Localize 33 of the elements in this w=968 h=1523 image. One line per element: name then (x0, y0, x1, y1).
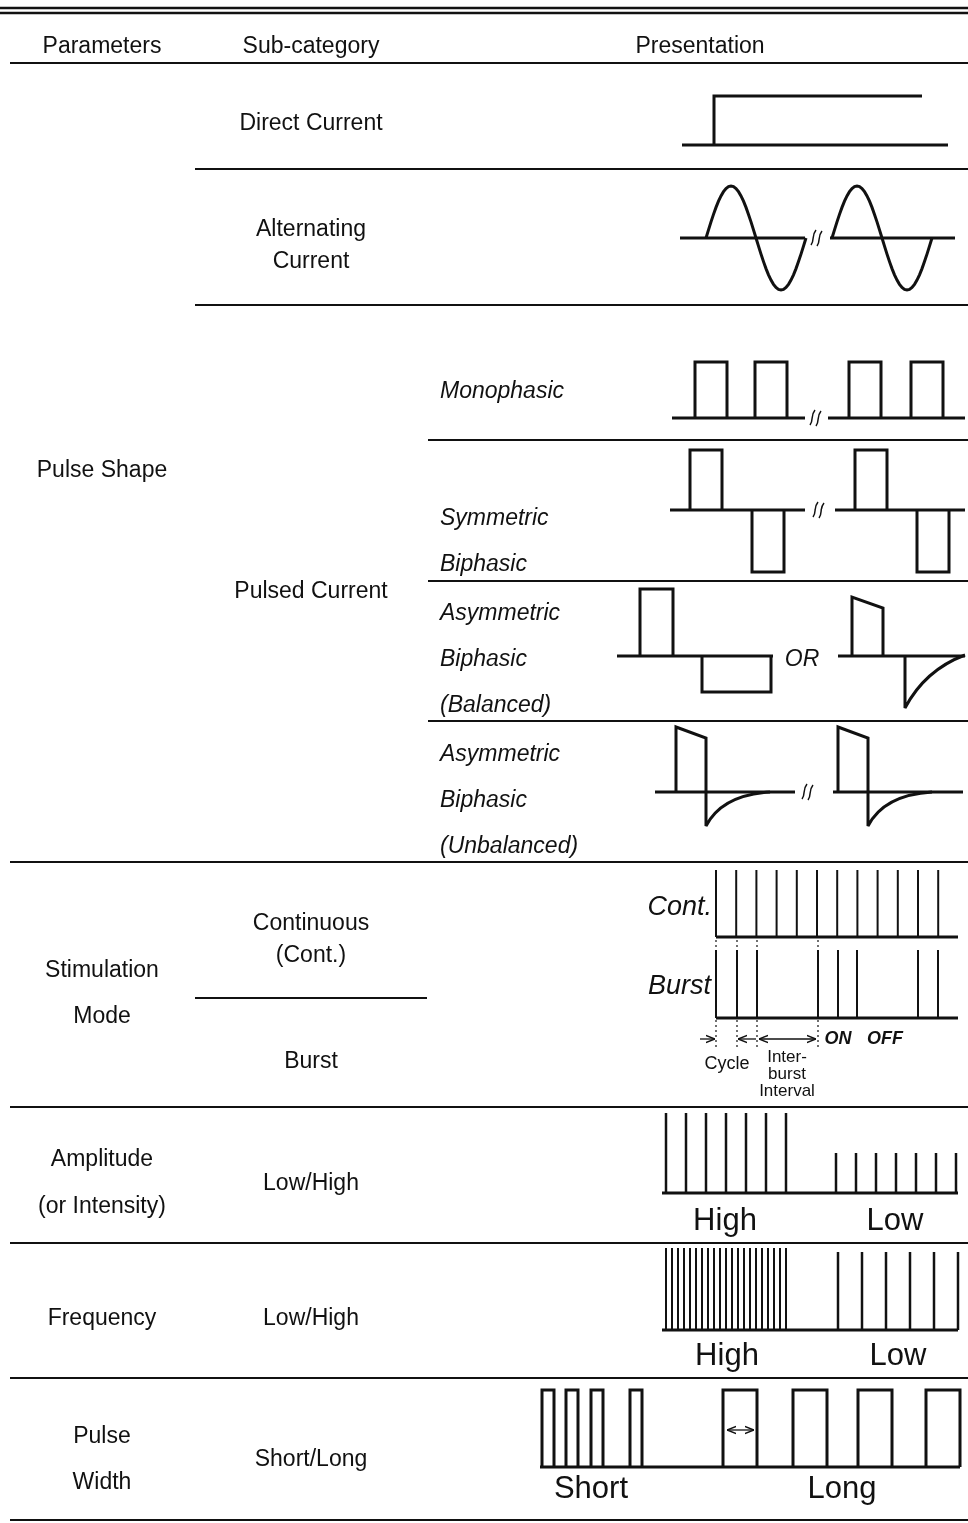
pulse-type-label: Asymmetric Biphasic (Unbalanced) (440, 739, 579, 860)
parameter-label: Amplitude (or Intensity) (38, 1144, 166, 1220)
sub-category-label: Low/High (263, 1168, 359, 1196)
sub-category-label: Alternating Current (256, 214, 366, 275)
pulse-type-label: Monophasic (440, 376, 565, 404)
waveform-label: Cont. (647, 890, 712, 922)
pulse-type-label: Symmetric Biphasic (440, 503, 549, 578)
dimension-label: Inter- burst Interval (759, 1047, 815, 1099)
sub-category-label: Burst (284, 1046, 338, 1074)
waveform-label: Low (869, 1337, 927, 1373)
waveform-label: High (695, 1337, 759, 1373)
pulse-type-label: Asymmetric Biphasic (Balanced) (440, 598, 561, 719)
column-header: Presentation (635, 31, 765, 59)
parameter-label: Frequency (47, 1303, 157, 1331)
waveform-label: ON (824, 1027, 852, 1049)
sub-category-label: Pulsed Current (234, 576, 388, 604)
dimension-label: Cycle (704, 1052, 750, 1074)
sub-category-label: Continuous (Cont.) (252, 908, 370, 969)
waveform-label: OFF (867, 1027, 903, 1049)
waveform-label: Low (866, 1202, 924, 1238)
column-header: Sub-category (242, 31, 380, 59)
waveform-label: High (693, 1202, 757, 1238)
waveform-label: Short (553, 1470, 629, 1506)
sub-category-label: Direct Current (239, 108, 383, 136)
parameter-label: Pulse Shape (36, 455, 168, 483)
sub-category-label: Low/High (263, 1303, 359, 1331)
waveform-label: Long (807, 1470, 877, 1506)
sub-category-label: Short/Long (254, 1444, 368, 1472)
parameter-label: Stimulation Mode (45, 955, 159, 1030)
parameter-label: Pulse Width (72, 1421, 132, 1496)
waveform-label: OR (784, 644, 820, 672)
waveform-label: Burst (647, 969, 711, 1001)
column-header: Parameters (42, 31, 162, 59)
